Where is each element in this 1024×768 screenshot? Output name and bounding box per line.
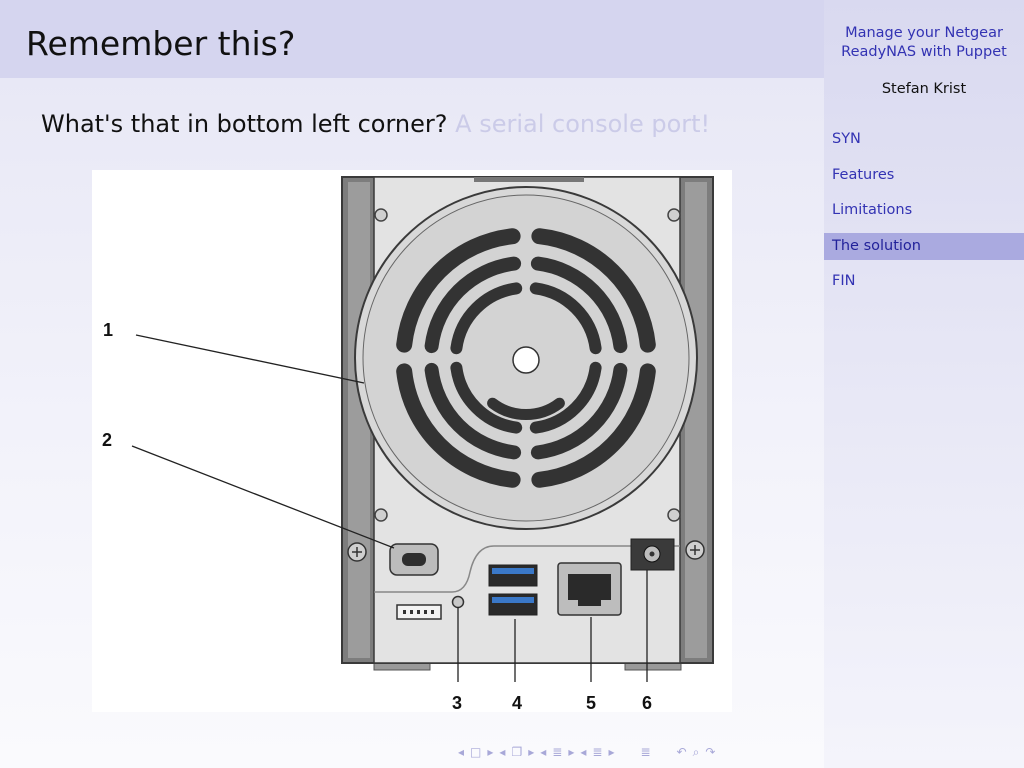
nav-section-next-icon[interactable]: ▸ (568, 745, 575, 759)
nav-document-icon[interactable]: ≣ (640, 745, 651, 759)
callout-5: 5 (586, 693, 596, 712)
side-bolts (347, 540, 705, 562)
nav-subsubsection-next-icon[interactable]: ▸ (608, 745, 615, 759)
question-text: What's that in bottom left corner? (41, 110, 448, 138)
talk-title[interactable]: Manage your Netgear ReadyNAS with Puppet (824, 24, 1024, 62)
sidebar-item-the-solution[interactable]: The solution (824, 233, 1024, 260)
fan-hub (512, 346, 540, 374)
sidebar-item-syn[interactable]: SYN (832, 131, 861, 147)
nav-subsection-next-icon[interactable]: ▸ (528, 745, 535, 759)
sidebar-item-limitations[interactable]: Limitations (832, 202, 913, 218)
frame-title: Remember this? (26, 24, 296, 63)
device-side-rail-right (685, 182, 707, 658)
talk-author: Stefan Krist (881, 81, 967, 97)
talk-title-line1: Manage your Netgear (845, 25, 1003, 41)
frame-header: Remember this? (0, 0, 824, 78)
talk-title-line2: ReadyNAS with Puppet (841, 44, 1007, 60)
nav-subsection-icon[interactable]: ❐ (511, 745, 523, 759)
nav-section-icon[interactable]: ≣ (552, 745, 563, 759)
question-line: What's that in bottom left corner? A ser… (41, 110, 710, 138)
nav-subsubsection-icon[interactable]: ≣ (592, 745, 603, 759)
plate-screws (374, 208, 681, 522)
callout-4: 4 (512, 693, 522, 712)
sidebar: Manage your Netgear ReadyNAS with Puppet… (824, 0, 1024, 768)
nav-frame-next-icon[interactable]: ▸ (487, 745, 494, 759)
nav-frame-prev-icon[interactable]: ◂ (458, 745, 465, 759)
beamer-navigation-bar: ◂ □ ▸ ◂ ❐ ▸ ◂ ≣ ▸ ◂ ≣ ▸ ≣ ↶ ⌕ ↷ (458, 742, 715, 762)
nav-forward-icon[interactable]: ↷ (705, 745, 716, 759)
nav-subsubsection-prev-icon[interactable]: ◂ (580, 745, 587, 759)
nav-section-prev-icon[interactable]: ◂ (540, 745, 547, 759)
nav-search-icon[interactable]: ⌕ (692, 744, 700, 759)
callout-leaders (131, 334, 648, 682)
callout-2: 2 (102, 430, 112, 450)
usb-3-ports (488, 564, 538, 616)
fan-grill (396, 228, 656, 488)
answer-text: A serial console port! (455, 110, 711, 138)
callout-3: 3 (452, 693, 462, 712)
nav-back-icon[interactable]: ↶ (676, 745, 687, 759)
nav-frame-icon[interactable]: □ (470, 745, 482, 759)
nav-subsection-prev-icon[interactable]: ◂ (499, 745, 506, 759)
sidebar-item-fin[interactable]: FIN (832, 273, 856, 289)
reset-button (451, 595, 465, 609)
nas-rear-panel-diagram: 1 2 3 4 5 6 (102, 176, 714, 712)
callout-6: 6 (642, 693, 652, 712)
callout-1: 1 (103, 320, 113, 340)
device-top-slot (474, 177, 584, 182)
sidebar-item-features[interactable]: Features (832, 167, 895, 183)
nas-rear-panel-figure: 1 2 3 4 5 6 (92, 170, 732, 712)
